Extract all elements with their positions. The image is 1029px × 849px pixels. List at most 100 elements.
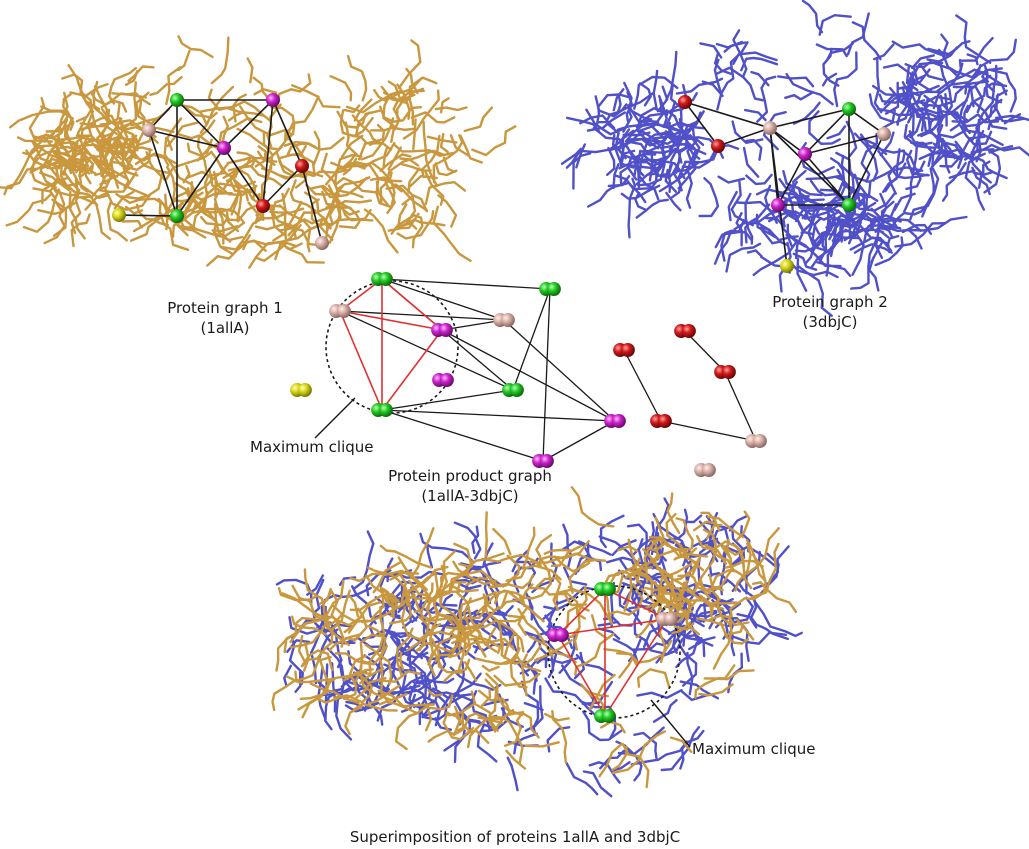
backbone-stick xyxy=(330,662,337,713)
backbone-stick xyxy=(312,578,325,630)
backbone-stick xyxy=(574,552,607,562)
backbone-stick xyxy=(904,62,933,93)
backbone-stick xyxy=(668,121,696,169)
product-node xyxy=(601,709,616,723)
backbone-stick xyxy=(521,645,542,697)
backbone-stick xyxy=(199,215,229,227)
backbone-stick xyxy=(630,109,653,121)
backbone-stick xyxy=(440,565,474,588)
backbone-stick xyxy=(544,712,570,722)
backbone-stick xyxy=(432,134,464,184)
backbone-stick xyxy=(921,167,935,218)
backbone-stick xyxy=(1003,113,1022,125)
backbone-stick xyxy=(582,770,613,798)
product-clique-circle xyxy=(325,280,459,414)
backbone-stick xyxy=(43,188,66,245)
backbone-stick xyxy=(713,51,733,75)
product-node xyxy=(663,612,678,626)
product-node xyxy=(752,434,767,448)
backbone-stick xyxy=(343,104,361,114)
backbone-stick xyxy=(286,142,317,156)
backbone-stick xyxy=(694,664,736,699)
backbone-stick xyxy=(396,83,411,121)
backbone-stick xyxy=(528,635,554,658)
backbone-stick xyxy=(911,54,935,70)
backbone-stick xyxy=(488,715,524,765)
backbone-stick xyxy=(711,598,721,614)
backbone-stick xyxy=(285,675,336,684)
product-node xyxy=(539,454,554,468)
backbone-stick xyxy=(655,554,703,607)
backbone-stick xyxy=(326,647,346,699)
backbone-stick xyxy=(610,569,642,583)
backbone-stick xyxy=(387,80,402,101)
backbone-stick xyxy=(343,671,372,682)
backbone-stick xyxy=(278,204,312,253)
backbone-stick xyxy=(983,149,1002,194)
backbone-stick xyxy=(254,241,288,262)
backbone-stick xyxy=(846,12,870,56)
backbone-stick xyxy=(353,702,398,712)
backbone-stick xyxy=(528,586,587,607)
backbone-stick xyxy=(458,552,505,568)
backbone-stick xyxy=(981,75,996,93)
backbone-stick xyxy=(477,716,504,725)
backbone-stick xyxy=(328,633,362,652)
backbone-stick xyxy=(297,634,307,665)
backbone-stick xyxy=(699,577,711,600)
backbone-stick xyxy=(297,697,340,711)
backbone-stick xyxy=(344,607,368,642)
backbone-stick xyxy=(715,40,744,49)
backbone-stick xyxy=(232,178,249,202)
backbone-stick xyxy=(426,694,454,711)
backbone-stick xyxy=(898,100,930,113)
backbone-stick xyxy=(565,761,599,796)
backbone-stick xyxy=(98,169,129,191)
backbone-stick xyxy=(385,183,396,215)
backbone-stick xyxy=(760,225,799,242)
backbone-stick xyxy=(5,192,53,227)
backbone-stick xyxy=(916,111,967,127)
backbone-stick xyxy=(439,132,449,154)
backbone-stick xyxy=(744,203,771,244)
backbone-stick xyxy=(686,651,694,696)
backbone-stick xyxy=(293,656,332,683)
backbone-stick xyxy=(895,99,926,124)
backbone-stick xyxy=(66,165,85,190)
backbone-stick xyxy=(937,48,973,79)
backbone-stick xyxy=(611,730,666,775)
backbone-stick xyxy=(289,179,317,213)
clique-pointer-1 xyxy=(314,397,356,439)
backbone-stick xyxy=(607,174,631,188)
backbone-stick xyxy=(127,65,155,83)
backbone-stick xyxy=(106,201,129,242)
backbone-stick xyxy=(733,543,746,580)
backbone-stick xyxy=(398,665,407,692)
backbone-stick xyxy=(505,749,527,770)
backbone-stick xyxy=(442,156,456,174)
backbone-stick xyxy=(396,209,435,240)
backbone-stick xyxy=(752,241,798,277)
backbone-stick xyxy=(873,58,883,114)
backbone-stick xyxy=(399,651,405,671)
backbone-stick xyxy=(891,40,942,56)
backbone-stick xyxy=(835,151,870,183)
backbone-stick xyxy=(379,544,433,569)
backbone-stick xyxy=(318,587,332,605)
backbone-stick xyxy=(634,191,647,211)
backbone-stick xyxy=(850,238,878,290)
backbone-stick xyxy=(99,101,121,126)
backbone-stick xyxy=(974,70,1008,96)
backbone-stick xyxy=(884,162,907,193)
backbone-stick xyxy=(735,618,755,641)
backbone-stick xyxy=(449,134,471,158)
backbone-stick xyxy=(177,35,214,59)
backbone-stick xyxy=(945,40,971,57)
backbone-stick xyxy=(519,657,579,675)
graph-2-edges xyxy=(684,101,885,267)
backbone-stick xyxy=(492,527,512,556)
product-node xyxy=(620,343,635,357)
backbone-stick xyxy=(612,162,620,190)
backbone-stick xyxy=(349,595,360,618)
backbone-stick xyxy=(475,647,521,666)
